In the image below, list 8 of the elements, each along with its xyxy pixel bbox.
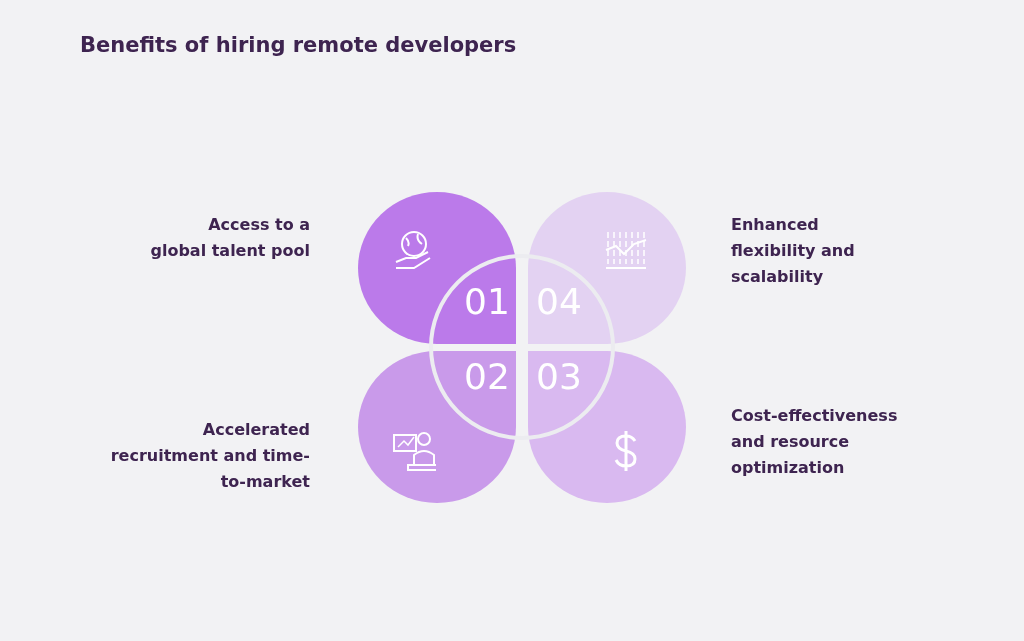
- title: Benefits of hiring remote developers: [80, 33, 517, 57]
- benefit-text: Cost-effectiveness and resource optimization: [731, 405, 899, 479]
- benefit-text: Accelerated recruitment and time-to-market: [109, 419, 310, 493]
- step-number: 01: [464, 284, 510, 320]
- step-number: 02: [464, 359, 510, 395]
- benefit-text: Access to a global talent pool: [150, 214, 310, 262]
- benefit-text: Enhanced flexibility and scalability: [731, 214, 856, 288]
- step-number: 03: [536, 359, 582, 395]
